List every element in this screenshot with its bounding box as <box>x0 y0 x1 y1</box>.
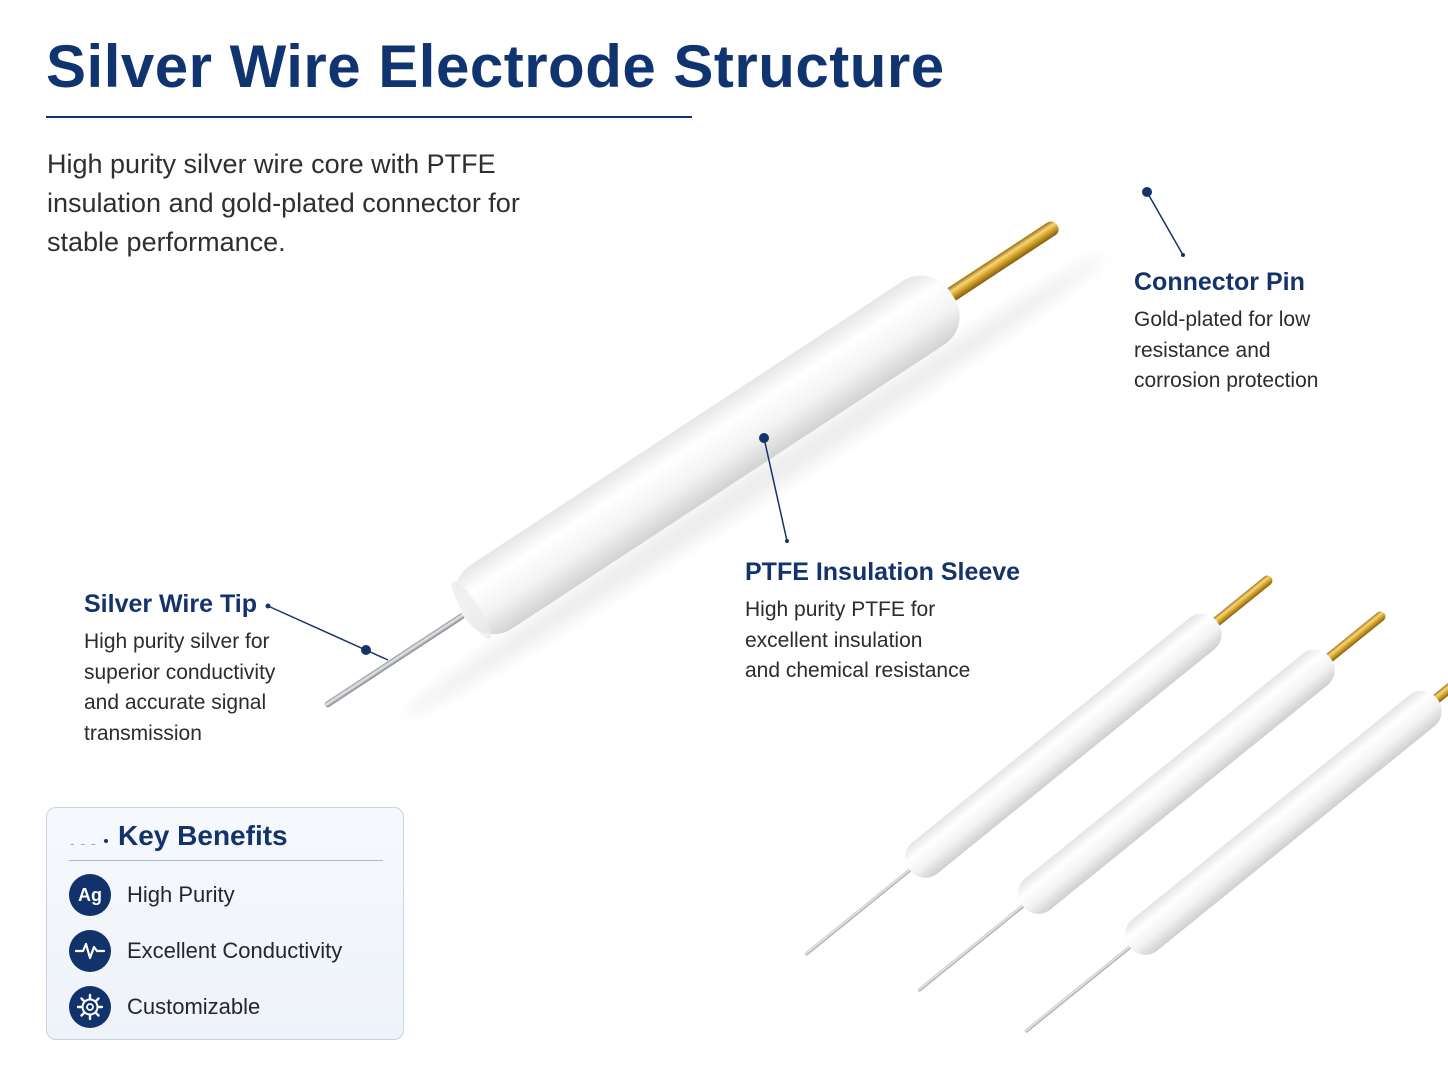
callout-line: transmission <box>84 721 202 745</box>
key-benefits-heading: Key Benefits <box>118 820 288 851</box>
small-electrode-1 <box>804 575 1273 956</box>
small-electrode-3 <box>1024 652 1448 1033</box>
callout-line: corrosion protection <box>1134 369 1319 392</box>
leader-connector <box>1142 187 1185 257</box>
callout-line: superior conductivity <box>84 660 276 684</box>
small-ptfe-sleeve <box>905 613 1222 878</box>
small-gold-pin <box>1420 652 1448 713</box>
silver-wire-tip <box>324 603 481 708</box>
silver-element-icon: Ag <box>69 874 111 916</box>
small-silver-wire <box>917 895 1035 992</box>
callout-title: PTFE Insulation Sleeve <box>745 558 1021 586</box>
pulse-wave-icon <box>69 930 111 972</box>
dash-decoration: - - - <box>70 835 97 851</box>
small-silver-wire <box>804 859 922 956</box>
small-silver-wire <box>1024 936 1142 1033</box>
page-title: Silver Wire Electrode Structure <box>46 33 945 100</box>
benefit-label: Excellent Conductivity <box>127 938 343 963</box>
title-divider <box>46 116 692 118</box>
benefit-label: High Purity <box>127 882 235 907</box>
gear-icon <box>69 986 111 1028</box>
ptfe-sleeve <box>455 275 960 635</box>
small-ptfe-sleeve <box>1125 690 1442 955</box>
benefit-item-conductivity: Excellent Conductivity <box>69 930 389 974</box>
callout-line: and chemical resistance <box>745 659 971 682</box>
callout-line: resistance and <box>1134 338 1271 362</box>
callout-line: High purity PTFE for <box>745 598 936 621</box>
callout-line: Gold-plated for low <box>1134 308 1311 331</box>
leader-tip <box>265 603 389 661</box>
key-benefits-panel: - - - Key Benefits Ag High Purity Excell… <box>46 807 404 1040</box>
gold-connector-pin <box>930 221 1059 311</box>
callout-line: excellent insulation <box>745 628 923 652</box>
callout-silver-wire-tip: Silver Wire Tip High purity silver for s… <box>84 590 324 749</box>
dot-decoration <box>104 839 108 843</box>
small-ptfe-sleeve <box>1018 649 1335 914</box>
page-subtitle: High purity silver wire core with PTFE i… <box>47 149 520 257</box>
small-gold-pin <box>1313 611 1386 672</box>
benefit-item-customizable: Customizable <box>69 986 389 1030</box>
key-benefits-header: - - - Key Benefits <box>69 820 383 861</box>
benefit-label: Customizable <box>127 994 261 1019</box>
benefit-item-high-purity: Ag High Purity <box>69 874 389 918</box>
callout-line: and accurate signal <box>84 691 267 714</box>
callout-title: Connector Pin <box>1134 268 1305 296</box>
main-electrode <box>324 221 1106 717</box>
silver-element-badge: Ag <box>78 884 102 905</box>
callout-line: High purity silver for <box>84 630 270 653</box>
small-electrode-2 <box>917 611 1386 992</box>
leader-sleeve <box>759 433 789 543</box>
callout-connector-pin: Connector Pin Gold-plated for low resist… <box>1134 268 1394 397</box>
small-gold-pin <box>1200 575 1273 636</box>
callout-ptfe-sleeve: PTFE Insulation Sleeve High purity PTFE … <box>745 558 1045 687</box>
callout-title: Silver Wire Tip <box>84 590 257 618</box>
electrode-shadow <box>403 255 1106 717</box>
